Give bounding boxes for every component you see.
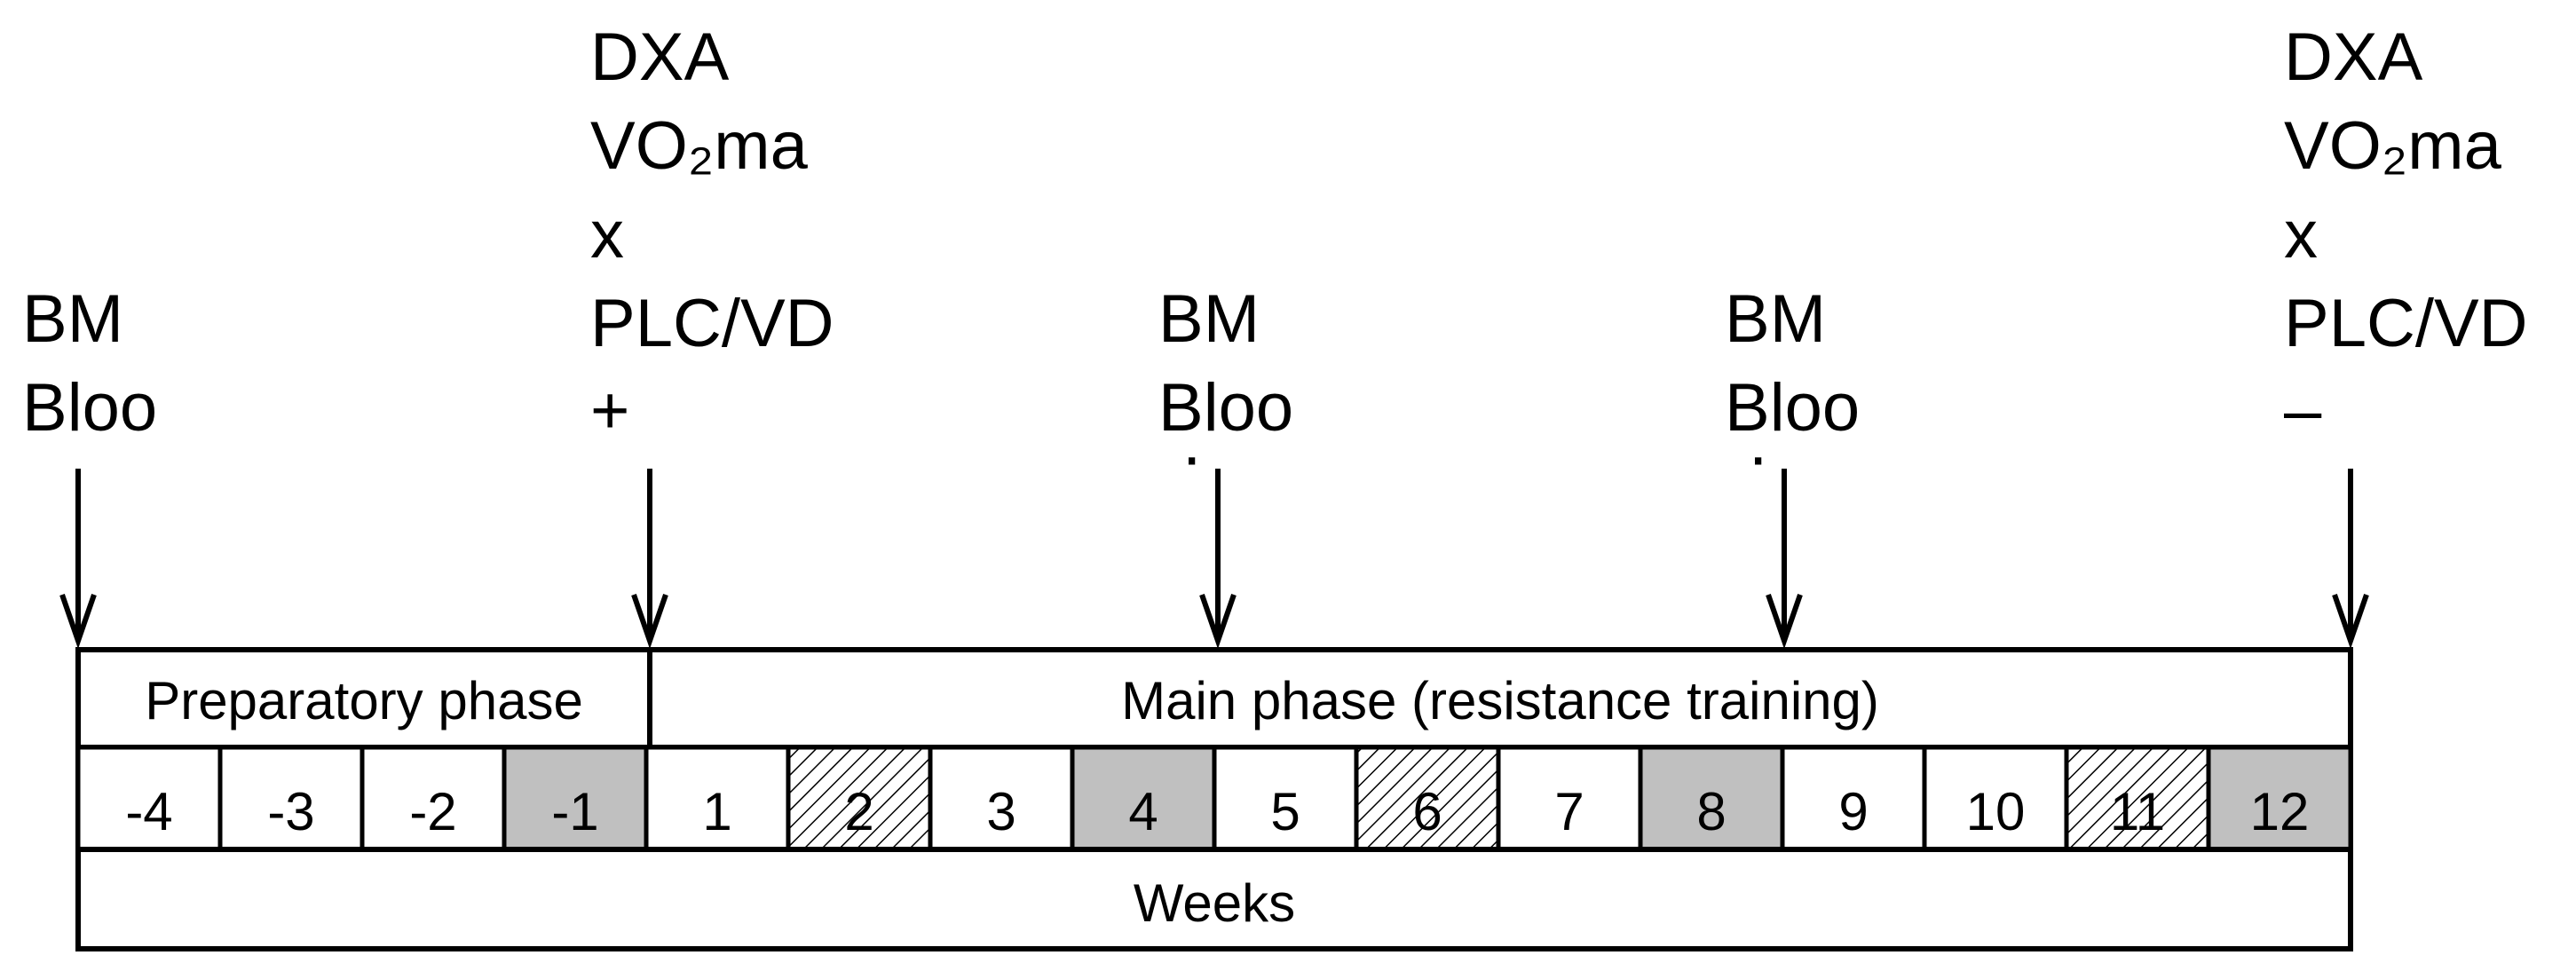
- annotation-line: PLC/VD: [590, 286, 834, 361]
- arrows-group: [59, 469, 2369, 650]
- week-label: 12: [2250, 782, 2310, 841]
- weeks-label-frame: [75, 847, 2353, 951]
- annotation-line: BM: [1725, 281, 1826, 357]
- timepoint-arrow: [1766, 469, 1803, 650]
- week-label: -1: [551, 782, 598, 841]
- week-cell-box: [75, 745, 223, 852]
- annotation-line: Bloo: [1158, 370, 1293, 446]
- annotation-line: x: [2284, 197, 2318, 272]
- week-label: 10: [1966, 782, 2026, 841]
- arrow-head: [2332, 594, 2369, 650]
- week-cell: 10: [1922, 745, 2069, 852]
- arrow-head: [631, 594, 668, 650]
- annotation-end: DXA VO₂ma x PLC/VD –: [2284, 20, 2528, 448]
- annotation-line: –: [2284, 373, 2322, 448]
- annotation-line: BM: [1158, 281, 1260, 357]
- timepoint-arrow: [2332, 469, 2369, 650]
- week-label: 4: [1128, 782, 1158, 841]
- annotation-line: VO₂ma: [2284, 108, 2502, 184]
- week-label: 6: [1412, 782, 1442, 841]
- annotation-line: +: [590, 373, 629, 448]
- week-label: 7: [1554, 782, 1584, 841]
- annotation-line: Bloo: [1725, 370, 1860, 446]
- week-cell-box: [360, 745, 507, 852]
- week-label: -2: [409, 782, 456, 841]
- arrow-head: [59, 594, 97, 650]
- weeks-label: Weeks: [1134, 873, 1295, 933]
- phase-row: Preparatory phase Main phase (resistance…: [75, 647, 2353, 750]
- annotation-baseline: DXA VO₂ma x PLC/VD +: [590, 20, 834, 448]
- week-cell-box: [2206, 745, 2353, 852]
- week-label: -3: [267, 782, 314, 841]
- annotation-tail: ·: [1747, 419, 1769, 494]
- week-cell: -3: [217, 745, 365, 852]
- week-cell-box: [1780, 745, 1927, 852]
- week-cell: 7: [1496, 745, 1643, 852]
- week-cell: 11: [2064, 745, 2211, 852]
- week-label: 2: [844, 782, 873, 841]
- annotation-tail: ·: [1181, 419, 1203, 494]
- week-cell: -4: [75, 745, 223, 852]
- timepoint-arrow: [631, 469, 668, 650]
- week-label: 3: [986, 782, 1015, 841]
- week-cell: 6: [1354, 745, 1501, 852]
- week-cell: 1: [644, 745, 791, 852]
- week-cell: 8: [1638, 745, 1785, 852]
- week-label: 9: [1838, 782, 1868, 841]
- annotation-line: VO₂ma: [590, 108, 809, 184]
- weeks-label-row: Weeks: [75, 847, 2353, 951]
- week-cell-box: [1212, 745, 1359, 852]
- week-cell: 4: [1070, 745, 1217, 852]
- annotation-mid1: BM Bloo ·: [1158, 281, 1293, 494]
- week-cell: 12: [2206, 745, 2353, 852]
- week-cell: -1: [502, 745, 649, 852]
- timepoint-arrow: [59, 469, 97, 650]
- main-phase-label: Main phase (resistance training): [1121, 671, 1879, 730]
- week-cell: 2: [786, 745, 933, 852]
- week-cell: 3: [928, 745, 1075, 852]
- annotation-line: DXA: [2284, 20, 2423, 95]
- week-label: 5: [1270, 782, 1300, 841]
- week-cell: 9: [1780, 745, 1927, 852]
- arrow-head: [1199, 594, 1237, 650]
- week-label: 8: [1696, 782, 1726, 841]
- week-label: 1: [702, 782, 731, 841]
- arrow-head: [1766, 594, 1803, 650]
- annotation-line: x: [590, 197, 624, 272]
- annotation-start: BM Bloo: [22, 281, 157, 446]
- timepoint-arrow: [1199, 469, 1237, 650]
- annotation-line: PLC/VD: [2284, 286, 2528, 361]
- week-label: -4: [125, 782, 172, 841]
- annotation-line: DXA: [590, 20, 730, 95]
- preparatory-phase-label: Preparatory phase: [145, 671, 583, 730]
- week-cell: 5: [1212, 745, 1359, 852]
- annotation-mid2: BM Bloo ·: [1725, 281, 1860, 494]
- week-cell: -2: [360, 745, 507, 852]
- week-label: 11: [2110, 782, 2165, 841]
- week-cell-box: [928, 745, 1075, 852]
- week-cell-box: [1922, 745, 2069, 852]
- annotation-line: BM: [22, 281, 123, 357]
- week-cell-box: [644, 745, 791, 852]
- annotation-line: Bloo: [22, 370, 157, 446]
